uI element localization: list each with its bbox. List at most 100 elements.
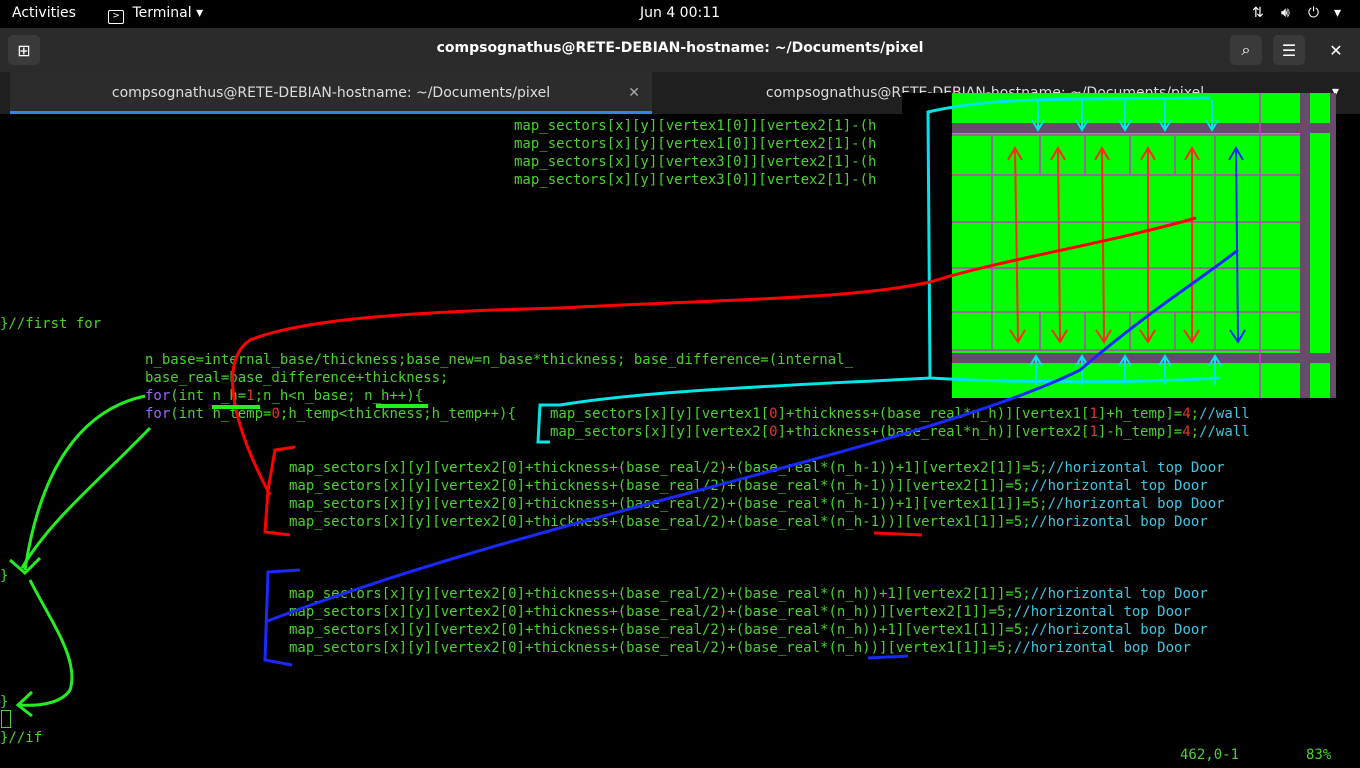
clock[interactable]: Jun 4 00:11: [640, 5, 721, 21]
hamburger-icon: ☰: [1281, 40, 1297, 60]
number: 4: [1182, 424, 1191, 440]
terminal-icon: >: [108, 10, 124, 24]
scroll-percent: 83%: [1306, 747, 1332, 763]
close-window-button[interactable]: ✕: [1320, 35, 1352, 65]
code-text: map_sectors[x][y][vertex2[0]+thickness+(…: [289, 514, 1031, 530]
code-line: n_base=internal_base/thickness;base_new=…: [145, 352, 854, 368]
blue-underline: [867, 654, 909, 660]
code-text: ]-h_temp]=: [1097, 424, 1183, 440]
code-line: }//if: [0, 730, 43, 746]
title-bar: ⊞ compsognathus@RETE-DEBIAN-hostname: ~/…: [0, 28, 1360, 72]
power-icon[interactable]: ⏻: [1308, 5, 1320, 21]
close-icon: ✕: [1329, 40, 1343, 60]
code-text: map_sectors[x][y][vertex2[0]+thickness+(…: [289, 640, 1014, 656]
code-text: map_sectors[x][y][vertex2[0]+thickness+(…: [289, 496, 1048, 512]
code-text: map_sectors[x][y][vertex2[0]+thickness+(…: [289, 604, 1014, 620]
code-line: map_sectors[x][y][vertex1[0]+thickness+(…: [550, 405, 1250, 423]
code-line: for(int h_temp=0;h_temp<thickness;h_temp…: [145, 405, 516, 423]
code-text: (int n_h=: [170, 388, 247, 404]
blue-arrow: [1228, 146, 1246, 344]
map-background: [902, 93, 1336, 398]
comment: //horizontal bop Door: [1047, 496, 1225, 512]
green-curve-down: [19, 579, 74, 707]
red-underline: [873, 531, 923, 537]
comment: //horizontal top Door: [1047, 460, 1225, 476]
code-text: map_sectors[x][y][vertex2[0]+thickness+(…: [289, 622, 1031, 638]
app-menu[interactable]: > Terminal ▾: [108, 5, 203, 24]
new-tab-button[interactable]: ⊞: [8, 35, 40, 65]
window-title: compsognathus@RETE-DEBIAN-hostname: ~/Do…: [436, 40, 924, 56]
code-text: map_sectors[x][y][vertex2[0]+thickness+(…: [289, 460, 1048, 476]
number: 1: [1089, 406, 1098, 422]
green-arrowhead: [9, 556, 42, 576]
map-wall: [1300, 93, 1310, 398]
code-line: }: [0, 568, 9, 584]
code-text: map_sectors[x][y][vertex2[: [550, 424, 770, 440]
code-line: map_sectors[x][y][vertex2[0]+thickness+(…: [289, 585, 1208, 603]
code-text: ]+thickness+(base_real*n_h)][vertex2[: [777, 424, 1090, 440]
code-text: ;: [1190, 406, 1200, 422]
search-icon: ⌕: [1241, 40, 1251, 59]
keyword: for: [145, 388, 171, 404]
code-text: ;h_temp<thickness;h_temp++){: [279, 406, 516, 422]
red-arrows: [1007, 146, 1200, 344]
code-line: }: [0, 694, 9, 710]
map-wall: [952, 123, 1336, 133]
comment: //horizontal bop Door: [1030, 622, 1208, 638]
code-line: map_sectors[x][y][vertex1[0]][vertex2[1]…: [514, 136, 877, 152]
code-line: map_sectors[x][y][vertex2[0]+thickness+(…: [289, 459, 1225, 477]
comment: //wall: [1199, 406, 1250, 422]
number: 1: [246, 388, 255, 404]
code-text: map_sectors[x][y][vertex2[0]+thickness+(…: [289, 478, 1031, 494]
code-line: map_sectors[x][y][vertex1[0]][vertex2[1]…: [514, 118, 877, 134]
code-line: map_sectors[x][y][vertex2[0]+thickness+(…: [289, 639, 1191, 657]
red-connector: [231, 216, 1197, 496]
network-icon[interactable]: ⇅: [1252, 5, 1264, 21]
code-text: (int h_temp=: [170, 406, 272, 422]
tab-1-close-icon[interactable]: ✕: [628, 85, 640, 101]
green-curve: [20, 394, 152, 571]
code-text: ;: [1190, 424, 1200, 440]
volume-icon[interactable]: 🔊︎: [1281, 5, 1290, 21]
number: 0: [769, 424, 778, 440]
code-line: for(int n_h=1;n_h<n_base; n_h++){: [145, 387, 423, 405]
code-line: }//first for: [0, 316, 102, 332]
number: 0: [271, 406, 280, 422]
tab-1[interactable]: compsognathus@RETE-DEBIAN-hostname: ~/Do…: [10, 72, 652, 114]
map-image: [902, 93, 1336, 398]
code-text: ]+thickness+(base_real*n_h)][vertex1[: [777, 406, 1090, 422]
code-line: base_real=base_difference+thickness;: [145, 370, 449, 386]
top-bar: Activities > Terminal ▾ Jun 4 00:11 ⇅ 🔊︎…: [0, 0, 1360, 28]
system-menu-chevron-icon[interactable]: ▾: [1334, 5, 1342, 21]
comment: //horizontal top Door: [1030, 478, 1208, 494]
number: 0: [769, 406, 778, 422]
map-wall: [1330, 93, 1336, 398]
blue-bracket: [263, 568, 301, 667]
keyword: for: [145, 406, 171, 422]
comment: //horizontal bop Door: [1013, 640, 1191, 656]
comment: //horizontal top Door: [1013, 604, 1191, 620]
search-button[interactable]: ⌕: [1230, 35, 1262, 65]
number: 1: [1089, 424, 1098, 440]
menu-button[interactable]: ☰: [1273, 35, 1305, 65]
cyan-link: [536, 376, 931, 444]
chevron-down-icon: ▾: [196, 5, 204, 21]
code-line: map_sectors[x][y][vertex2[0]+thickness+(…: [289, 621, 1208, 639]
green-underlines: [212, 404, 428, 409]
tabs-dropdown-icon[interactable]: ▾: [1332, 84, 1340, 100]
code-line: map_sectors[x][y][vertex2[0]+thickness+(…: [289, 603, 1191, 621]
code-text: map_sectors[x][y][vertex1[: [550, 406, 770, 422]
code-line: map_sectors[x][y][vertex3[0]][vertex2[1]…: [514, 172, 877, 188]
comment: //wall: [1199, 424, 1250, 440]
code-text: ;n_h<n_base; n_h++){: [254, 388, 424, 404]
comment: //horizontal bop Door: [1030, 514, 1208, 530]
cursor-position: 462,0-1: [1180, 747, 1240, 763]
red-bracket: [263, 445, 296, 537]
activities-button[interactable]: Activities: [12, 5, 76, 21]
code-line: map_sectors[x][y][vertex2[0]+thickness+(…: [289, 477, 1208, 495]
code-text: map_sectors[x][y][vertex2[0]+thickness+(…: [289, 586, 1031, 602]
code-line: map_sectors[x][y][vertex2[0]+thickness+(…: [289, 513, 1208, 531]
map-wall: [952, 353, 1336, 363]
comment: //horizontal top Door: [1030, 586, 1208, 602]
